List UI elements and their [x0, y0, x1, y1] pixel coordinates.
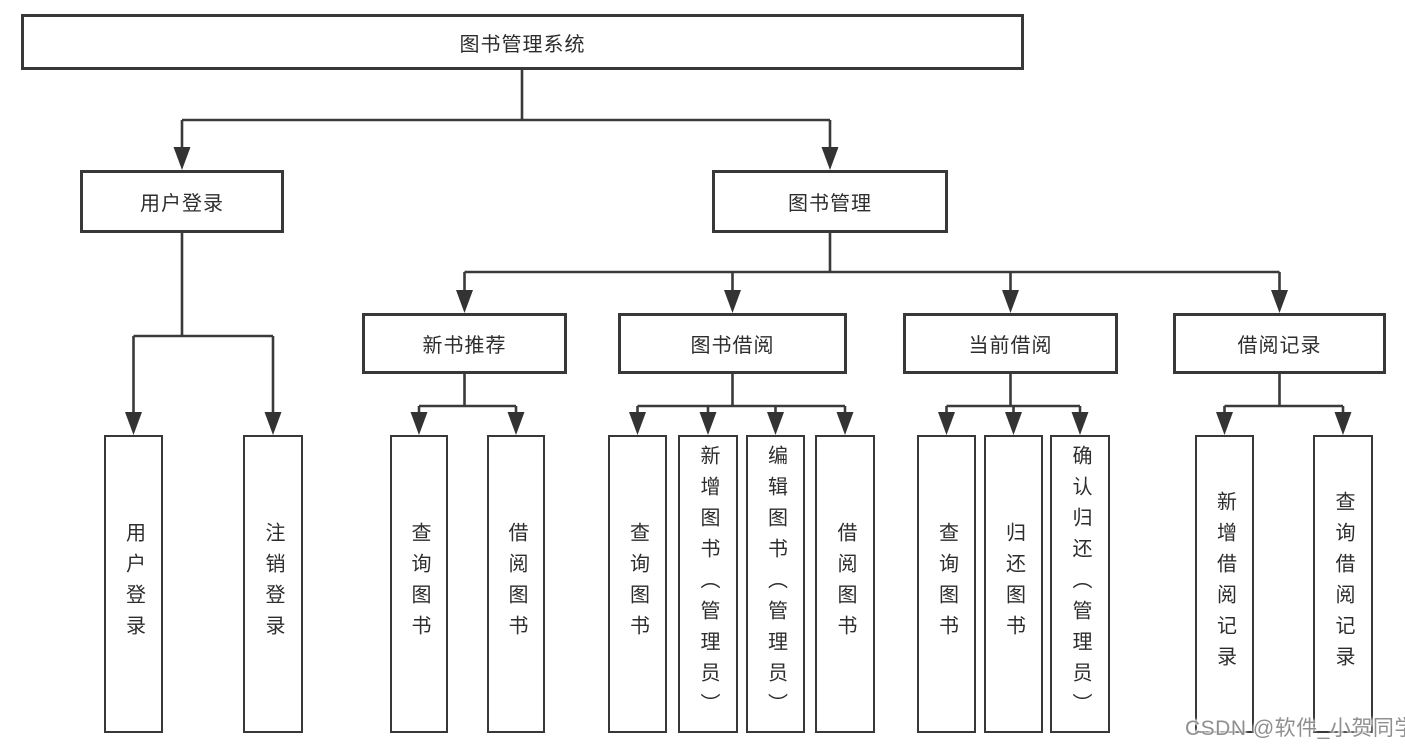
node-library-management-system: 图书管理系统	[21, 14, 1024, 70]
node-current-borrowing: 当前借阅	[903, 313, 1118, 374]
leaf-label: 查询借阅记录	[1332, 491, 1354, 677]
leaf-user-login: 用户登录	[104, 435, 163, 733]
leaf-label: 借阅图书	[834, 522, 856, 646]
leaf-query-books-recommend: 查询图书	[390, 435, 448, 733]
leaf-label: 新增图书（管理员）	[697, 444, 719, 724]
leaf-label: 用户登录	[122, 522, 145, 646]
node-user-login: 用户登录	[80, 170, 284, 233]
csdn-watermark: CSDN @软件_小贺同学	[1185, 717, 1405, 740]
edge-borrow-records-to-leaves	[1216, 374, 1352, 435]
leaf-query-books-borrow: 查询图书	[608, 435, 667, 733]
edge-book-borrow-to-leaves	[629, 374, 854, 435]
leaf-label: 查询图书	[626, 522, 649, 646]
node-book-management: 图书管理	[712, 170, 948, 233]
leaf-borrow-books-recommend: 借阅图书	[487, 435, 545, 733]
leaf-query-books-current: 查询图书	[917, 435, 976, 733]
leaf-label: 确认归还（管理员）	[1069, 444, 1091, 724]
leaf-label: 查询图书	[935, 522, 958, 646]
leaf-label: 新增借阅记录	[1213, 491, 1236, 677]
leaf-confirm-return-admin: 确认归还（管理员）	[1050, 435, 1110, 733]
leaf-label: 注销登录	[262, 522, 284, 646]
node-borrowing-records: 借阅记录	[1173, 313, 1386, 374]
leaf-add-borrow-record: 新增借阅记录	[1195, 435, 1254, 733]
leaf-label: 归还图书	[1002, 522, 1025, 646]
leaf-label: 编辑图书（管理员）	[764, 444, 787, 724]
edge-root-to-level2	[173, 70, 839, 170]
leaf-borrow-books: 借阅图书	[815, 435, 875, 733]
leaf-label: 借阅图书	[505, 522, 527, 646]
leaf-label: 查询图书	[408, 522, 430, 646]
edge-current-borrow-to-leaves	[938, 374, 1089, 435]
leaf-add-books-admin: 新增图书（管理员）	[678, 435, 738, 733]
leaf-query-borrow-record: 查询借阅记录	[1313, 435, 1373, 733]
leaf-return-books: 归还图书	[984, 435, 1043, 733]
edge-new-book-to-leaves	[410, 374, 525, 435]
edge-book-mgmt-to-level3	[456, 233, 1288, 313]
leaf-logout: 注销登录	[243, 435, 303, 733]
node-book-borrowing: 图书借阅	[618, 313, 847, 374]
node-new-book-recommend: 新书推荐	[362, 313, 567, 374]
leaf-edit-books-admin: 编辑图书（管理员）	[746, 435, 805, 733]
edge-user-login-to-leaves	[125, 233, 282, 435]
